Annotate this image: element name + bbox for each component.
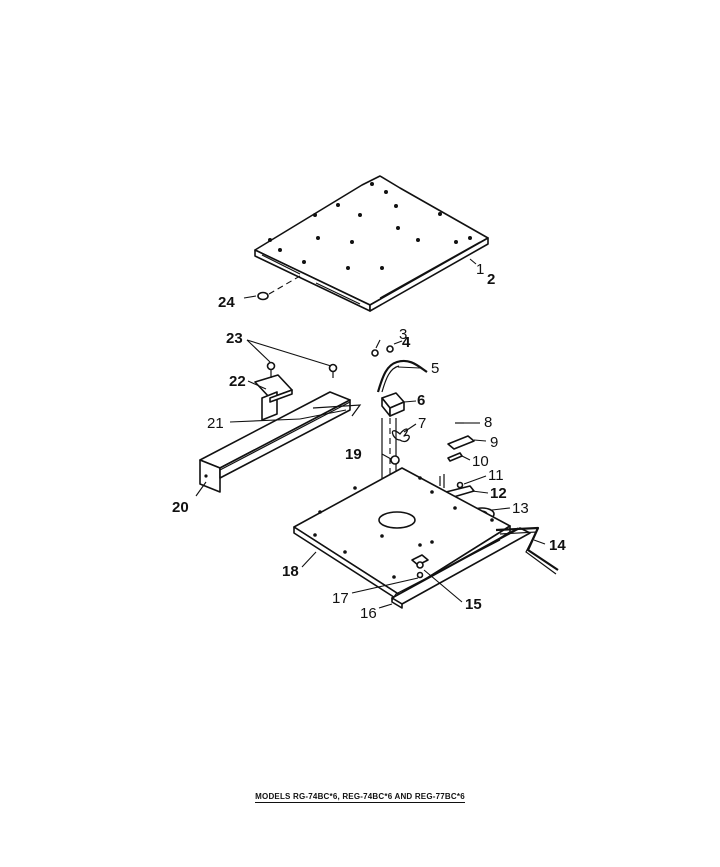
callout-17: 17 — [332, 590, 349, 607]
callout-8: 8 — [484, 414, 492, 431]
callout-3: 3 — [399, 326, 407, 343]
callout-21: 21 — [207, 415, 224, 432]
fastener-15-17 — [416, 561, 424, 579]
callout-24: 24 — [218, 294, 235, 311]
callout-7: 7 — [418, 415, 426, 432]
callout-1: 1 — [476, 261, 484, 278]
leader-lines — [195, 258, 546, 609]
clip-22 — [254, 374, 293, 421]
models-caption: MODELS RG-74BC*6, REG-74BC*6 AND REG-77B… — [0, 792, 720, 803]
callout-labels: 1 2 24 3 23 4 5 22 6 21 8 7 9 19 10 11 1… — [172, 261, 566, 622]
models-caption-text: MODELS RG-74BC*6, REG-74BC*6 AND REG-77B… — [255, 792, 465, 803]
callout-20: 20 — [172, 499, 189, 516]
callout-23: 23 — [226, 330, 243, 347]
callout-9: 9 — [490, 434, 498, 451]
callout-4: 4 — [402, 334, 411, 351]
fastener-24 — [257, 275, 301, 301]
callout-14: 14 — [549, 537, 566, 554]
callout-13: 13 — [512, 500, 529, 517]
callout-12: 12 — [490, 485, 507, 502]
callout-6: 6 — [417, 392, 425, 409]
callout-16: 16 — [360, 605, 377, 622]
callout-22: 22 — [229, 373, 246, 390]
callout-15: 15 — [465, 596, 482, 613]
callout-19: 19 — [345, 446, 362, 463]
top-cover-plate — [254, 175, 489, 312]
callout-5: 5 — [431, 360, 439, 377]
callout-10: 10 — [472, 453, 489, 470]
front-rail — [391, 527, 531, 609]
rear-bracket — [199, 391, 362, 493]
callout-18: 18 — [282, 563, 299, 580]
screws-23 — [266, 361, 338, 378]
base-plate — [293, 467, 511, 602]
rod-14 — [495, 526, 559, 575]
callout-11: 11 — [488, 467, 504, 484]
callout-2: 2 — [487, 271, 495, 288]
